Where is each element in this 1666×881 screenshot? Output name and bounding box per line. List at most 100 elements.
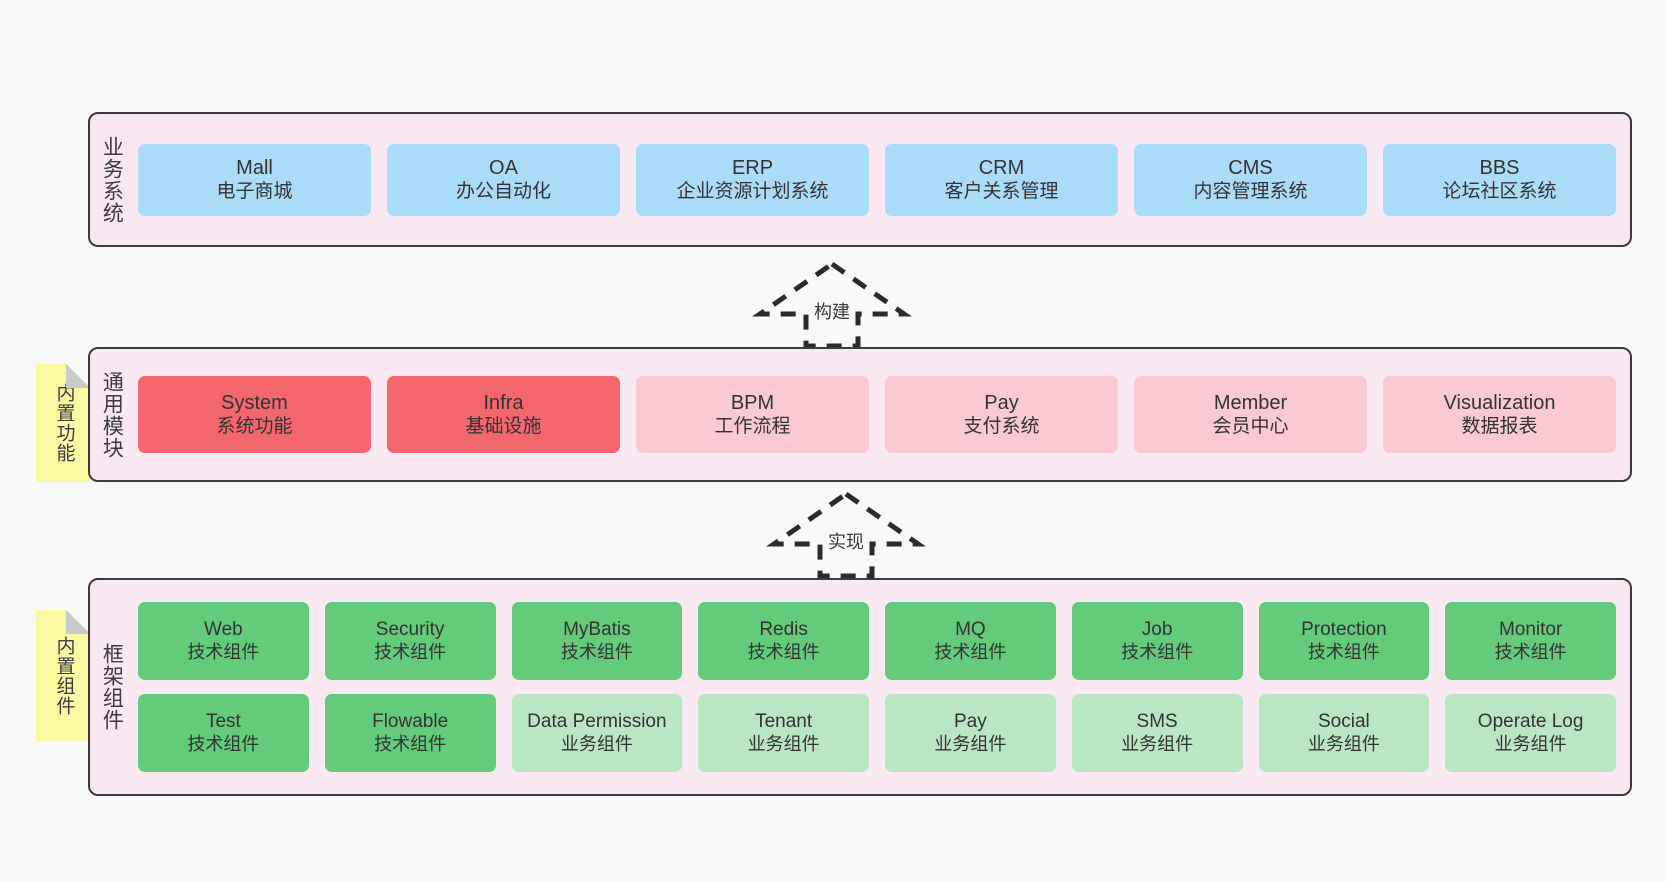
card-member[interactable]: Member 会员中心 (1134, 376, 1367, 453)
card-member-cn: 会员中心 (1212, 416, 1289, 438)
card-oa-en: OA (489, 156, 518, 179)
card-redis-en: Redis (759, 619, 808, 641)
arrow-build: 构建 (752, 258, 912, 348)
card-security-en: Security (375, 619, 445, 641)
card-monitor-en: Monitor (1498, 619, 1563, 641)
card-system[interactable]: System 系统功能 (138, 376, 371, 453)
tier-business-title: 业务系统 (100, 135, 124, 224)
card-redis-cn: 技术组件 (747, 641, 820, 662)
note-builtin-components: 内置组件 (36, 610, 90, 742)
card-crm-en: CRM (978, 156, 1025, 179)
framework-row-business: Test 技术组件 Flowable 技术组件 Data Permission … (138, 694, 1616, 772)
card-oa[interactable]: OA 办公自动化 (387, 143, 620, 216)
card-test-en: Test (205, 711, 241, 733)
card-crm-cn: 客户关系管理 (944, 181, 1059, 203)
card-cms-en: CMS (1228, 156, 1273, 179)
card-pay-module-en: Pay (984, 391, 1019, 414)
card-job-en: Job (1141, 619, 1173, 641)
tier-module-cards: System 系统功能 Infra 基础设施 BPM 工作流程 Pay 支付系统… (132, 349, 1630, 480)
framework-row-technical: Web 技术组件 Security 技术组件 MyBatis 技术组件 Redi… (138, 602, 1616, 680)
arrow-implement-label: 实现 (828, 532, 864, 552)
card-social[interactable]: Social 业务组件 (1258, 694, 1430, 772)
arrow-implement-icon (766, 490, 926, 578)
card-flowable-cn: 技术组件 (374, 733, 447, 754)
card-erp[interactable]: ERP 企业资源计划系统 (636, 143, 869, 216)
card-job[interactable]: Job 技术组件 (1071, 602, 1243, 680)
arrow-build-label: 构建 (814, 302, 850, 322)
card-mall-cn: 电子商城 (216, 181, 293, 203)
card-oa-cn: 办公自动化 (455, 181, 551, 203)
card-monitor-cn: 技术组件 (1494, 641, 1567, 662)
card-test[interactable]: Test 技术组件 (138, 694, 309, 772)
card-security[interactable]: Security 技术组件 (324, 602, 496, 680)
card-monitor[interactable]: Monitor 技术组件 (1445, 602, 1616, 680)
card-data-permission-cn: 业务组件 (560, 733, 633, 754)
card-tenant-en: Tenant (755, 711, 813, 733)
card-erp-cn: 企业资源计划系统 (676, 181, 829, 203)
tier-business-systems: 业务系统 Mall 电子商城 OA 办公自动化 ERP 企业资源计划系统 CRM… (88, 112, 1632, 247)
card-infra[interactable]: Infra 基础设施 (387, 376, 620, 453)
card-web-en: Web (204, 619, 243, 641)
tier-business-cards: Mall 电子商城 OA 办公自动化 ERP 企业资源计划系统 CRM 客户关系… (132, 114, 1630, 245)
card-mall[interactable]: Mall 电子商城 (138, 143, 371, 216)
card-web[interactable]: Web 技术组件 (138, 602, 309, 680)
tier-framework-title: 框架组件 (100, 643, 124, 731)
card-infra-en: Infra (483, 391, 524, 414)
arrow-implement: 实现 (766, 488, 926, 578)
card-member-en: Member (1213, 391, 1288, 414)
card-mq-cn: 技术组件 (934, 641, 1007, 662)
card-tenant[interactable]: Tenant 业务组件 (698, 694, 869, 772)
card-visualization-cn: 数据报表 (1461, 416, 1538, 438)
card-bpm-cn: 工作流程 (714, 416, 791, 438)
card-protection-en: Protection (1301, 619, 1387, 641)
card-bpm[interactable]: BPM 工作流程 (636, 376, 869, 453)
card-redis[interactable]: Redis 技术组件 (698, 602, 869, 680)
card-visualization[interactable]: Visualization 数据报表 (1383, 376, 1616, 453)
card-job-cn: 技术组件 (1121, 641, 1194, 662)
card-system-en: System (221, 391, 288, 414)
card-sms-cn: 业务组件 (1121, 733, 1194, 754)
card-operate-log-en: Operate Log (1477, 711, 1584, 733)
card-mq[interactable]: MQ 技术组件 (885, 602, 1056, 680)
card-test-cn: 技术组件 (187, 733, 260, 754)
card-mybatis-en: MyBatis (563, 619, 631, 641)
tier-framework-components: 框架组件 Web 技术组件 Security 技术组件 MyBatis 技术组件… (88, 578, 1632, 796)
card-pay-module-cn: 支付系统 (963, 416, 1040, 438)
card-bpm-en: BPM (730, 391, 775, 414)
card-security-cn: 技术组件 (374, 641, 447, 662)
card-social-en: Social (1318, 711, 1370, 733)
card-flowable[interactable]: Flowable 技术组件 (324, 694, 496, 772)
card-cms-cn: 内容管理系统 (1193, 181, 1308, 203)
card-mq-en: MQ (955, 619, 986, 641)
card-pay-component[interactable]: Pay 业务组件 (885, 694, 1056, 772)
card-cms[interactable]: CMS 内容管理系统 (1134, 143, 1367, 216)
card-bbs[interactable]: BBS 论坛社区系统 (1383, 143, 1616, 216)
card-visualization-en: Visualization (1443, 391, 1556, 414)
card-mybatis[interactable]: MyBatis 技术组件 (511, 602, 683, 680)
card-operate-log[interactable]: Operate Log 业务组件 (1445, 694, 1616, 772)
card-system-cn: 系统功能 (216, 416, 293, 438)
card-bbs-cn: 论坛社区系统 (1442, 181, 1557, 203)
tier-common-modules: 通用模块 System 系统功能 Infra 基础设施 BPM 工作流程 Pay… (88, 347, 1632, 482)
card-protection[interactable]: Protection 技术组件 (1258, 602, 1430, 680)
card-pay-component-en: Pay (954, 711, 987, 733)
card-infra-cn: 基础设施 (465, 416, 542, 438)
card-pay-module[interactable]: Pay 支付系统 (885, 376, 1118, 453)
card-tenant-cn: 业务组件 (747, 733, 820, 754)
card-pay-component-cn: 业务组件 (934, 733, 1007, 754)
note-builtin-features: 内置功能 (36, 364, 90, 482)
card-data-permission[interactable]: Data Permission 业务组件 (511, 694, 683, 772)
card-bbs-en: BBS (1479, 156, 1520, 179)
card-data-permission-en: Data Permission (527, 711, 667, 733)
tier-framework-cards: Web 技术组件 Security 技术组件 MyBatis 技术组件 Redi… (132, 580, 1630, 794)
card-web-cn: 技术组件 (187, 641, 260, 662)
card-sms[interactable]: SMS 业务组件 (1071, 694, 1243, 772)
arrow-build-icon (752, 260, 912, 348)
note-builtin-features-label: 内置功能 (53, 383, 75, 463)
card-crm[interactable]: CRM 客户关系管理 (885, 143, 1118, 216)
card-sms-en: SMS (1136, 711, 1178, 733)
card-operate-log-cn: 业务组件 (1494, 733, 1567, 754)
note-builtin-components-label: 内置组件 (53, 636, 75, 716)
card-mall-en: Mall (236, 156, 273, 179)
card-social-cn: 业务组件 (1307, 733, 1380, 754)
